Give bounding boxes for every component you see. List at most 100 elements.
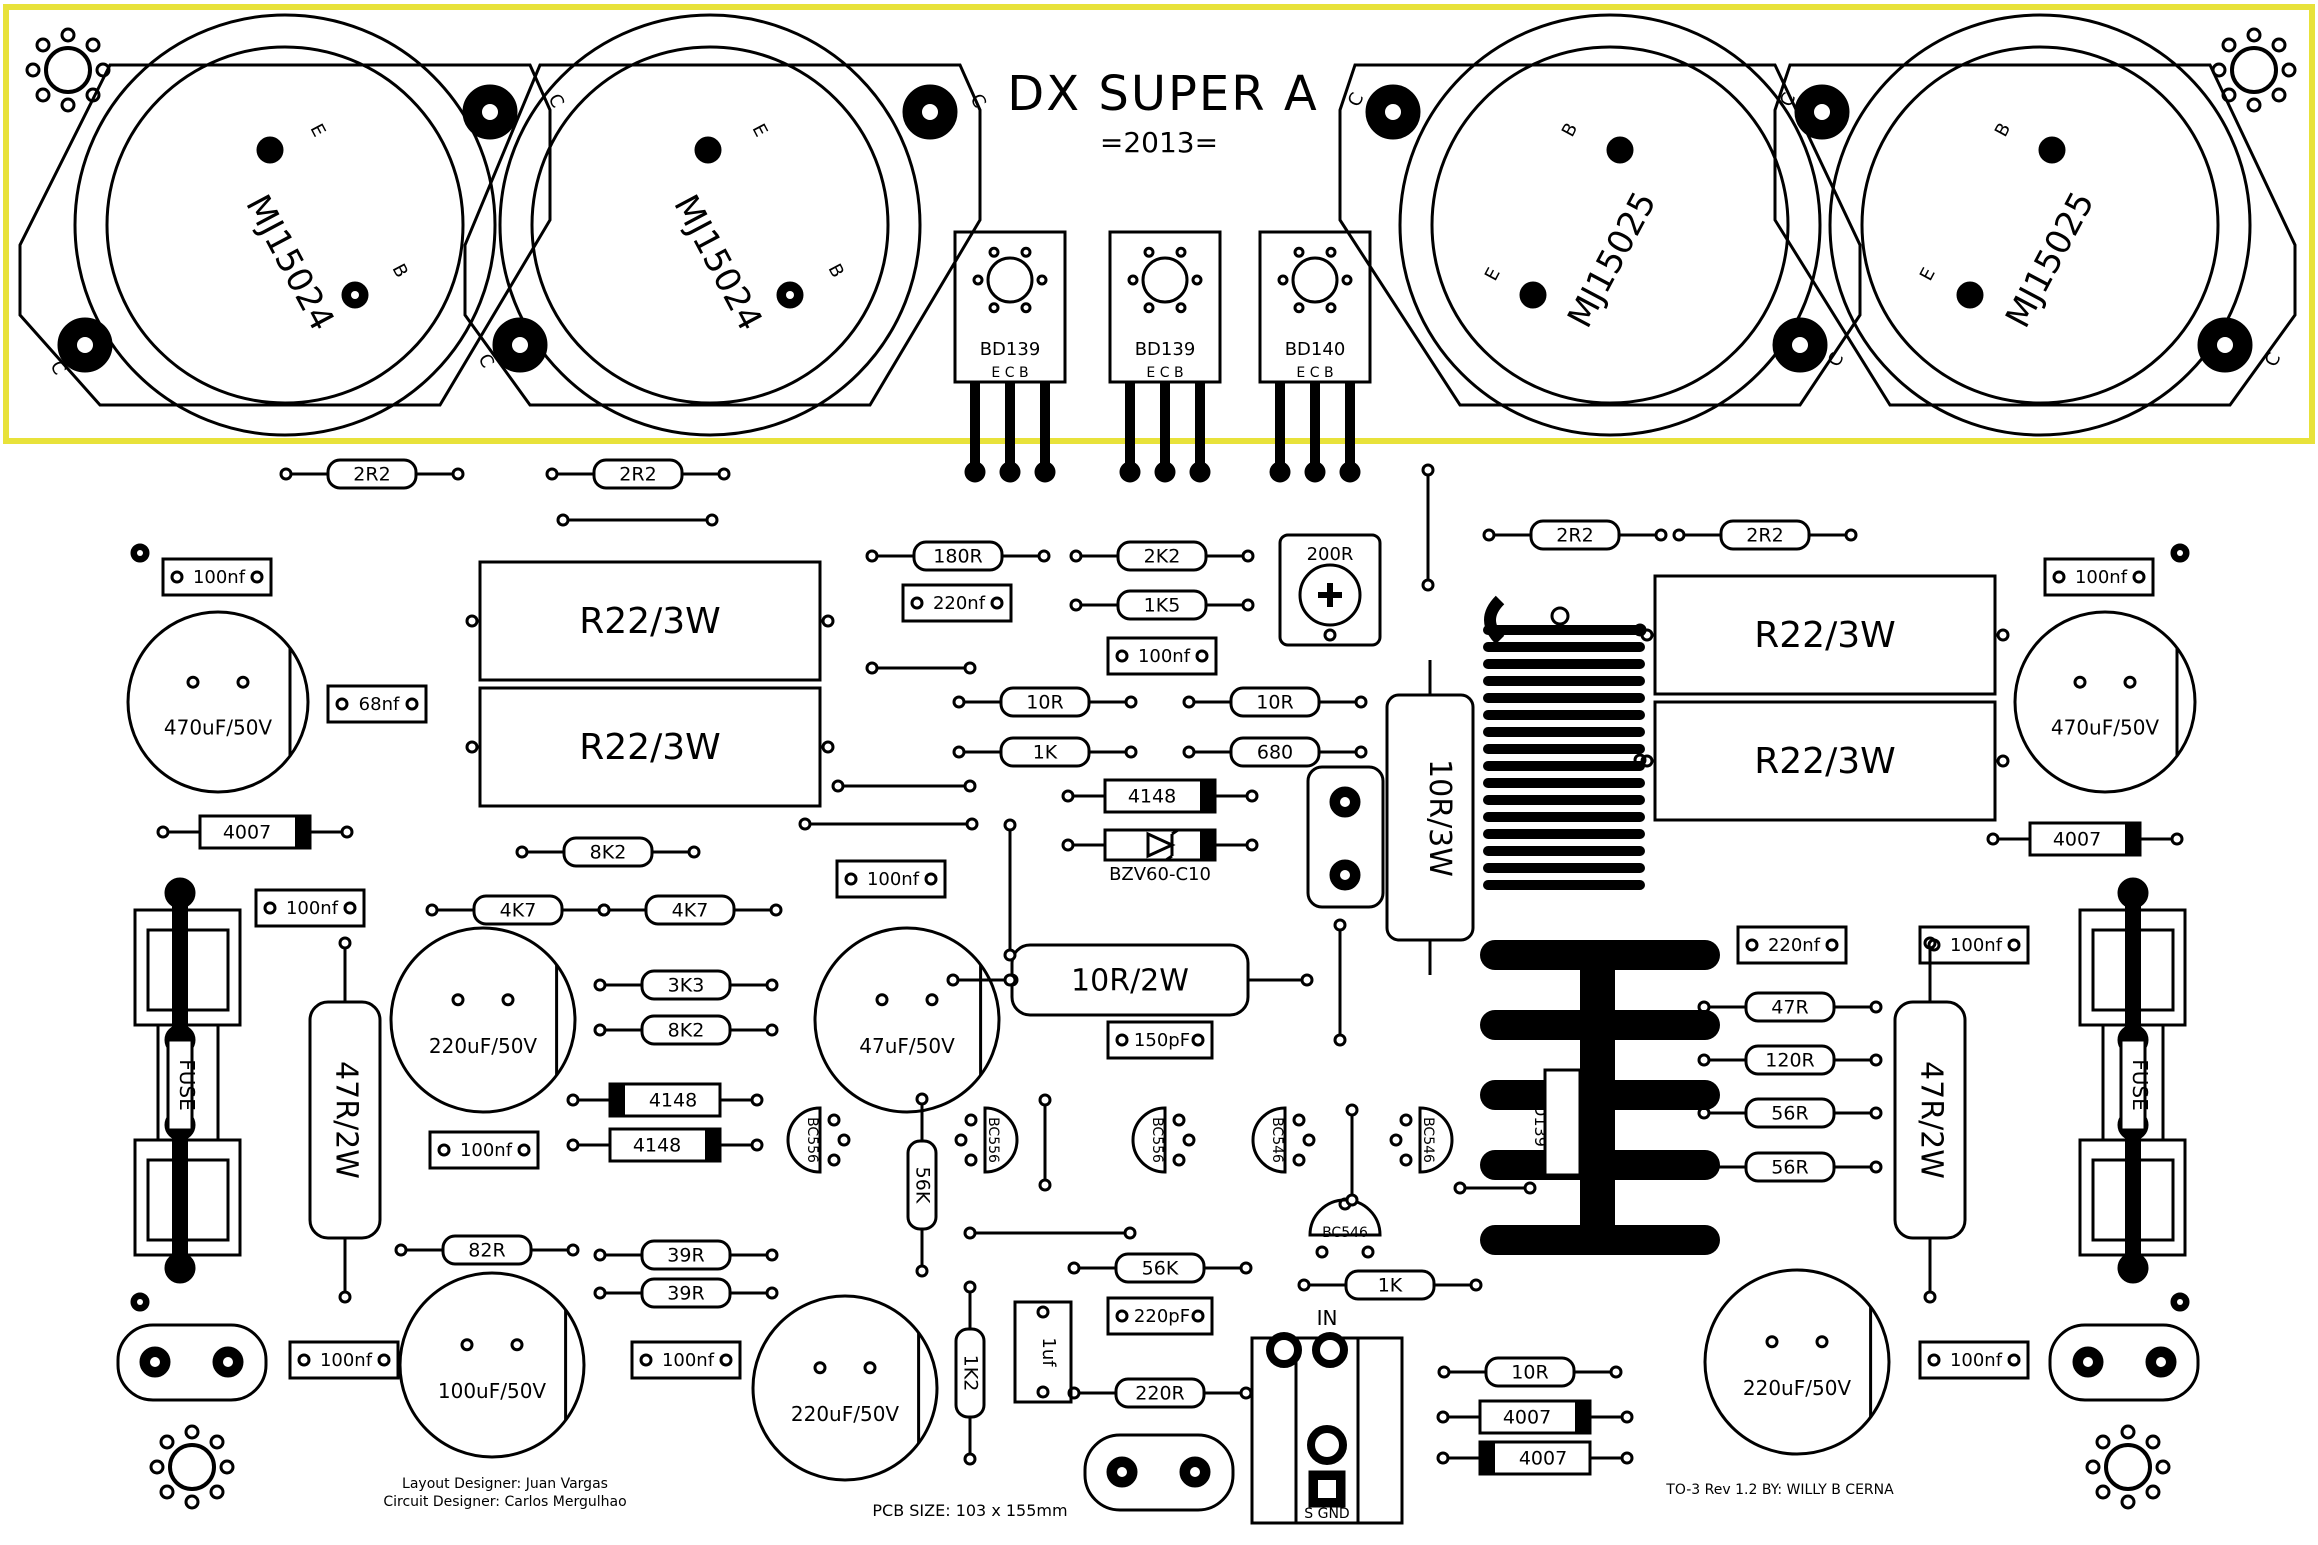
- resistor-r22-c-label: R22/3W: [1754, 615, 1895, 656]
- resistor-8k2-b-label: 8K2: [668, 1020, 705, 1042]
- link-11: [1345, 1103, 1359, 1207]
- mount-hole-bottom-left: [149, 1424, 235, 1510]
- link-3: [831, 779, 977, 793]
- cap-100nf-10-label: 100nf: [1950, 1350, 2003, 1371]
- zener-label: BZV60-C10: [1109, 864, 1211, 885]
- heatsink-upper: [1483, 595, 1647, 890]
- resistor-56r-a-label: 56R: [1771, 1103, 1808, 1125]
- diode-4148-c: 4148: [566, 1127, 764, 1163]
- elec-47uf-label: 47uF/50V: [859, 1034, 955, 1058]
- r10r3w-label: 10R/3W: [1422, 759, 1457, 877]
- resistor-180r: 180R: [865, 540, 1051, 572]
- resistor-180r-label: 180R: [933, 546, 982, 568]
- to3-1-part: MJ15024: [237, 188, 342, 337]
- diode-4148-a-label: 4148: [1128, 786, 1176, 808]
- resistor-82r: 82R: [394, 1234, 580, 1266]
- resistor-1k-b-label: 1K: [1378, 1275, 1403, 1297]
- to3-1-pin-b: B: [388, 260, 412, 281]
- cap-100nf-2-label: 100nf: [2075, 567, 2128, 588]
- resistor-r22-b-label: R22/3W: [579, 727, 720, 768]
- resistor-56k-h: 56K: [1067, 1252, 1253, 1284]
- pad-tr: [2170, 543, 2190, 563]
- elec-470uf-left-label: 470uF/50V: [164, 716, 273, 740]
- diode-4007-b: 4007: [1986, 821, 2184, 857]
- elec-100uf: 100uF/50V: [398, 1271, 586, 1459]
- resistor-10r-2w-label: 10R/2W: [1071, 964, 1189, 999]
- diode-4007-c: 4007: [1436, 1399, 1634, 1435]
- elec-220uf-a-label: 220uF/50V: [429, 1034, 538, 1058]
- to3-1-pin-e: E: [306, 120, 330, 140]
- pad-block-center: [1306, 765, 1385, 909]
- resistor-r22-d-label: R22/3W: [1754, 741, 1895, 782]
- resistor-10r-c: 10R: [1437, 1356, 1623, 1388]
- link-9: [1038, 1093, 1052, 1192]
- diode-4007-b-label: 4007: [2053, 829, 2101, 851]
- fuse-left: FUSE: [133, 877, 242, 1284]
- cap-100nf-7-label: 100nf: [460, 1140, 513, 1161]
- link-7: [1421, 463, 1435, 592]
- link-12: [1453, 1181, 1537, 1195]
- resistor-47r-2w-left-label: 47R/2W: [329, 1061, 364, 1179]
- cap-100nf-8-label: 100nf: [320, 1350, 373, 1371]
- resistor-47r-2w-right-label: 47R/2W: [1914, 1061, 1949, 1179]
- resistor-3k3-label: 3K3: [668, 975, 705, 997]
- resistor-1k-a: 1K: [952, 736, 1138, 768]
- driver-3-pins: E C B: [1296, 365, 1333, 381]
- to3-4-part: MJ15025: [1998, 185, 2103, 334]
- link-1: [556, 513, 719, 527]
- resistor-1k5-label: 1K5: [1144, 595, 1181, 617]
- diode-4148-c-label: 4148: [633, 1135, 681, 1157]
- cap-150pf: 150pF: [1106, 1020, 1214, 1060]
- diode-4007-c-label: 4007: [1503, 1407, 1551, 1429]
- cap-100nf-5-label: 100nf: [286, 898, 339, 919]
- power-connector-right: [2048, 1323, 2200, 1402]
- resistor-56k-h-label: 56K: [1142, 1258, 1179, 1280]
- resistor-56r-b-label: 56R: [1771, 1157, 1808, 1179]
- diode-4148-b: 4148: [566, 1082, 764, 1118]
- diode-zener: BZV60-C10: [1061, 828, 1259, 885]
- cap-100nf-6-label: 100nf: [1950, 935, 2003, 956]
- mount-hole-top-left: [25, 27, 111, 113]
- resistor-8k2-a: 8K2: [515, 836, 701, 868]
- elec-100uf-label: 100uF/50V: [438, 1379, 547, 1403]
- cap-100nf-9: 100nf: [630, 1340, 742, 1380]
- resistor-4k7-a: 4K7: [425, 894, 611, 926]
- resistor-47r-label: 47R: [1771, 997, 1808, 1019]
- trimmer-200r: 200R: [1278, 533, 1382, 647]
- resistor-39r-b-label: 39R: [667, 1283, 704, 1305]
- elec-220uf-b-label: 220uF/50V: [791, 1402, 900, 1426]
- bc546-3-label: BC546: [1322, 1225, 1368, 1241]
- resistor-2k2: 2K2: [1069, 540, 1255, 572]
- resistor-r22-c: R22/3W: [1640, 574, 2010, 696]
- to3-2-pin-b: B: [824, 260, 848, 281]
- diode-4007-d: 4007: [1436, 1440, 1634, 1476]
- cap-220pf: 220pF: [1106, 1296, 1214, 1336]
- transistor-bc556-3: BC556: [1131, 1106, 1196, 1174]
- cap-100nf-4-label: 100nf: [867, 869, 920, 890]
- resistor-2r2-b: 2R2: [545, 458, 731, 490]
- resistor-10r-b-label: 10R: [1256, 692, 1293, 714]
- resistor-4k7-b-label: 4K7: [672, 900, 709, 922]
- resistor-56k-v: 56K: [906, 1092, 938, 1278]
- to3-4-pin-e: E: [1916, 264, 1940, 284]
- power-stage-highlight: [3, 4, 2315, 444]
- resistor-10r-3w: 10R/3W: [1385, 660, 1475, 975]
- resistor-1k2: 1K2: [954, 1280, 986, 1466]
- transistor-bc546-1-label: BC546: [1269, 1117, 1285, 1163]
- cap-68nf: 68nf: [326, 684, 428, 724]
- resistor-120r: 120R: [1697, 1044, 1883, 1076]
- transistor-bc546-2: BC546: [1389, 1106, 1454, 1174]
- diode-4007-a-label: 4007: [223, 822, 271, 844]
- speaker-connector: [1083, 1433, 1235, 1512]
- resistor-r22-d: R22/3W: [1640, 700, 2010, 822]
- cap-100nf-1-label: 100nf: [193, 567, 246, 588]
- resistor-56k-v-label: 56K: [912, 1167, 934, 1204]
- driver-2-pins: E C B: [1146, 365, 1183, 381]
- resistor-47r-2w-right: 47R/2W: [1893, 936, 1967, 1304]
- to3-transistor-3: MJ15025 B E C C: [1338, 13, 1862, 437]
